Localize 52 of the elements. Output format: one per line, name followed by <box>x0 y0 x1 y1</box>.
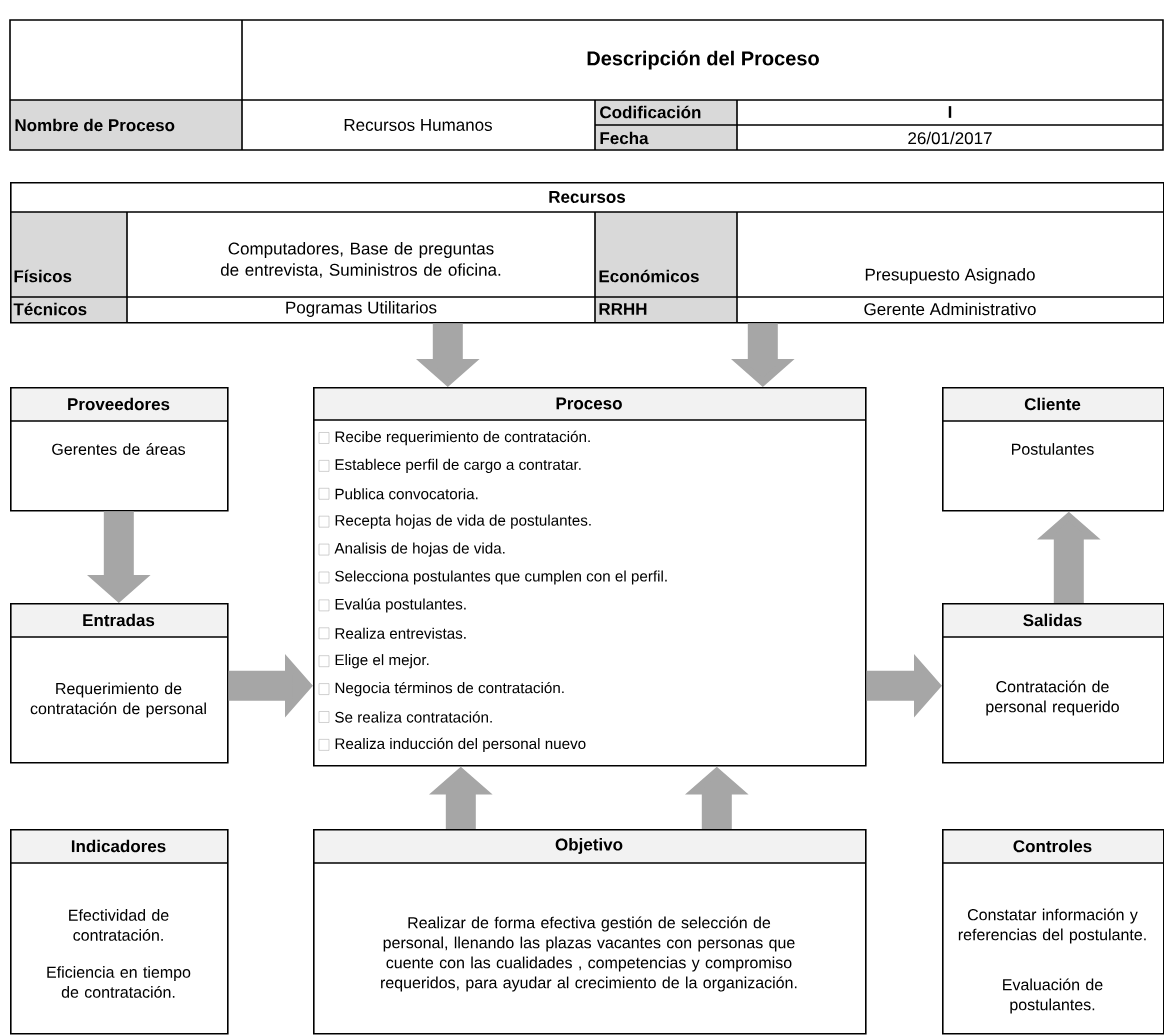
table-text: I <box>948 106 952 118</box>
list-item: Recepta hojas de vida de postulantes. <box>335 514 591 529</box>
table-heading: Económicos <box>599 269 699 283</box>
list-item: Establece perfil de cargo a contratar. <box>335 458 581 473</box>
table-text: Gerente Administrativo <box>864 302 1036 316</box>
list-item: Se realiza contratación. <box>335 711 492 723</box>
box-text: Constatar información y referencias del postulante. <box>958 908 1146 944</box>
box-text: Realizar de forma efectiva gestión de selección de personal, llenando las plazas vacantes con personas que cuente con las cualidades , competencias y compromiso requeridos, para ayudar al crecimiento de la organización. <box>381 916 797 992</box>
list-item: Evalúa postulantes. <box>335 598 466 613</box>
list-item: Recibe requerimiento de contratación. <box>335 430 590 446</box>
box-text: Eficiencia en tiempo de contratación. <box>47 966 191 998</box>
box-text: Requerimiento de contratación de personal <box>30 682 206 718</box>
box-heading: Proveedores <box>68 397 170 411</box>
list-item: Realiza inducción del personal nuevo <box>335 737 586 753</box>
titled-box <box>941 387 1164 512</box>
box-text: Postulantes <box>1012 443 1094 455</box>
box-text: Evaluación de postulantes. <box>1003 978 1103 1014</box>
titled-box <box>941 603 1164 764</box>
table-heading: RRHH <box>599 303 647 315</box>
box-heading: Proceso <box>556 397 622 410</box>
box-text: Gerentes de áreas <box>52 443 186 455</box>
header-cell: Nombre de Proceso <box>10 100 242 150</box>
box-heading: Controles <box>1013 839 1092 853</box>
titled-box <box>312 387 867 767</box>
box-heading: Cliente <box>1024 397 1081 411</box>
list-item: Realiza entrevistas. <box>335 627 466 639</box>
box-heading: Indicadores <box>71 839 166 853</box>
titled-box <box>9 387 229 512</box>
list-item: Selecciona postulantes que cumplen con el perfil. <box>335 570 667 585</box>
table-text: 26/01/2017 <box>908 131 992 145</box>
table-text: Computadores, Base de preguntas de entrevista, Suministros de oficina. <box>220 242 501 278</box>
resource-table <box>9 182 1164 324</box>
table-heading: Físicos <box>14 269 72 283</box>
list-item: Negocia términos de contratación. <box>335 681 564 697</box>
box-text: Efectividad de contratación. <box>69 909 169 941</box>
list-item: Elige el mejor. <box>335 654 429 669</box>
titled-box <box>941 829 1164 1035</box>
table-heading: Técnicos <box>13 302 87 316</box>
table-text: Pogramas Utilitarios <box>286 301 437 317</box>
box-heading: Objetivo <box>555 838 623 854</box>
table-heading: Recursos <box>549 191 626 203</box>
table-text: Recursos Humanos <box>344 119 492 131</box>
titled-box <box>312 829 867 1035</box>
table-text: Presupuesto Asignado <box>865 268 1035 284</box>
titled-box <box>9 603 229 764</box>
box-heading: Salidas <box>1023 613 1082 627</box>
titled-box <box>9 829 229 1035</box>
list-item: Analisis de hojas de vida. <box>334 542 505 557</box>
list-item: Publica convocatoria. <box>335 488 478 500</box>
box-heading: Entradas <box>83 613 155 627</box>
box-text: Contratación de personal requerido <box>986 680 1119 716</box>
table-heading: Descripción del Proceso <box>587 50 819 70</box>
